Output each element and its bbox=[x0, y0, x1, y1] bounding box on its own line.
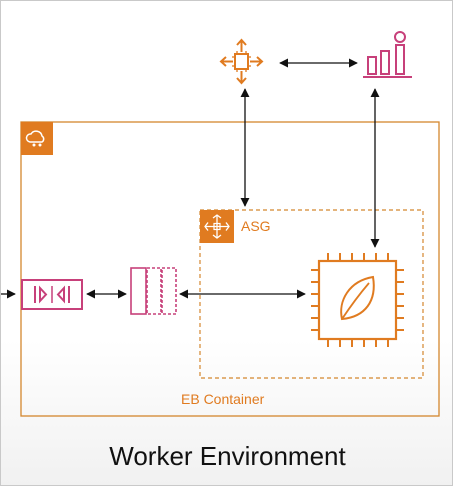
diagram-caption: Worker Environment bbox=[109, 441, 346, 471]
connectors bbox=[1, 58, 380, 299]
auto-scaling-icon bbox=[219, 38, 264, 85]
sqs-daemon-icon bbox=[130, 267, 177, 315]
eb-container-box bbox=[20, 121, 440, 417]
ec2-instance-icon bbox=[311, 253, 404, 347]
cloudwatch-metrics-icon bbox=[363, 31, 412, 78]
sqs-queue-icon bbox=[21, 279, 83, 310]
asg-label: ASG bbox=[241, 218, 271, 234]
elastic-beanstalk-icon bbox=[21, 122, 53, 155]
auto-scaling-group-icon bbox=[200, 210, 234, 243]
eb-container-label: EB Container bbox=[181, 391, 265, 407]
